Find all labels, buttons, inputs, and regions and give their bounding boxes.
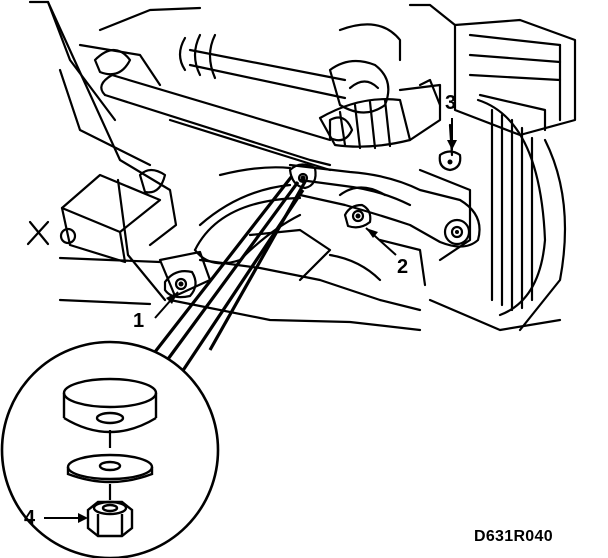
bolt-1-hole [178, 281, 184, 287]
callout-1: 1 [133, 310, 145, 332]
hub-hole [455, 230, 459, 234]
bolt-3-hole [447, 159, 453, 165]
brake-disc [428, 98, 567, 332]
drawing-code: D631R040 [474, 528, 553, 545]
callout-3: 3 [445, 92, 457, 114]
leader-arrowheads [166, 140, 457, 304]
arm-mount [288, 163, 317, 190]
bolt-2-hole [355, 213, 361, 219]
upper-arm [100, 73, 332, 172]
nut [86, 500, 134, 538]
lower-control-arm [193, 116, 481, 265]
tie-rod [178, 23, 402, 114]
washer [66, 453, 154, 484]
leader-4-arrowhead [78, 513, 88, 523]
callout-4: 4 [24, 507, 36, 529]
callout-2: 2 [397, 256, 409, 278]
arm-mount-hole [300, 175, 306, 181]
magnifier-cone [128, 175, 308, 385]
subframe-left [28, 0, 212, 306]
leader-lines [154, 118, 453, 319]
upper-bushing [62, 377, 158, 434]
detail-magnifier [0, 340, 220, 558]
caliper [408, 3, 577, 137]
bolt-2 [338, 186, 387, 229]
x-bracket [26, 173, 162, 264]
lower-frame [168, 228, 427, 332]
driveshaft-boot [318, 78, 442, 150]
